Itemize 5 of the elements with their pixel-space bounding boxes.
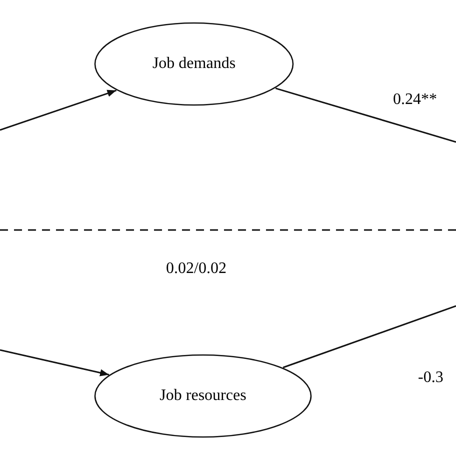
arrow	[0, 90, 117, 131]
arrow	[0, 349, 110, 376]
node-label: Job resources	[160, 386, 246, 406]
path-coefficient: 0.02/0.02	[166, 261, 226, 277]
node-label: Job demands	[152, 54, 236, 74]
